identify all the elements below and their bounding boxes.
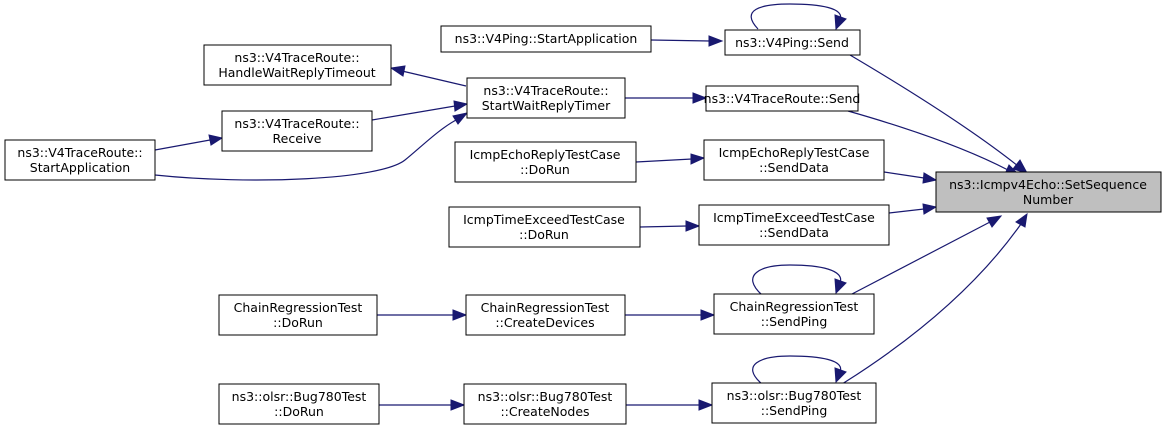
edge-v4ping-send-self-loop bbox=[750, 3, 847, 31]
node-exceed-senddata[interactable]: IcmpTimeExceedTestCase ::SendData bbox=[698, 204, 890, 246]
svg-text:IcmpTimeExceedTestCase: IcmpTimeExceedTestCase bbox=[463, 212, 625, 227]
edge-exceed-send-to-root bbox=[888, 203, 938, 215]
edge-chain-ping-self-loop bbox=[752, 264, 847, 296]
edge-olsr-ping-self-loop bbox=[752, 355, 847, 385]
svg-text:IcmpEchoReplyTestCase: IcmpEchoReplyTestCase bbox=[719, 145, 870, 160]
edge-olsr-dorun-to-create bbox=[379, 399, 466, 411]
node-olsr-sendping[interactable]: ns3::olsr::Bug780Test ::SendPing bbox=[711, 382, 877, 424]
svg-text:StartApplication: StartApplication bbox=[30, 160, 130, 175]
svg-text:::SendPing: ::SendPing bbox=[761, 403, 828, 418]
edge-olsr-ping-to-root bbox=[841, 212, 1028, 385]
node-echo-senddata[interactable]: IcmpEchoReplyTestCase ::SendData bbox=[703, 139, 885, 181]
edge-chain-ping-to-root bbox=[851, 215, 1003, 295]
svg-text:::DoRun: ::DoRun bbox=[273, 315, 323, 330]
node-tr-handlewaitreplytimeout[interactable]: ns3::V4TraceRoute:: HandleWaitReplyTimeo… bbox=[203, 44, 392, 86]
svg-text:ns3::olsr::Bug780Test: ns3::olsr::Bug780Test bbox=[478, 389, 613, 404]
svg-text:::DoRun: ::DoRun bbox=[520, 162, 570, 177]
node-tr-receive[interactable]: ns3::V4TraceRoute:: Receive bbox=[221, 110, 373, 152]
svg-text:::SendData: ::SendData bbox=[759, 160, 829, 175]
svg-text:::CreateNodes: ::CreateNodes bbox=[500, 404, 589, 419]
svg-text:HandleWaitReplyTimeout: HandleWaitReplyTimeout bbox=[218, 65, 375, 80]
svg-text:::SendData: ::SendData bbox=[759, 225, 829, 240]
svg-text:ns3::V4TraceRoute::: ns3::V4TraceRoute:: bbox=[17, 145, 142, 160]
svg-text:ns3::Icmpv4Echo::SetSequence: ns3::Icmpv4Echo::SetSequence bbox=[949, 177, 1147, 192]
edge-echo-send-to-root bbox=[883, 171, 938, 184]
svg-text:Number: Number bbox=[1023, 192, 1074, 207]
svg-text:ChainRegressionTest: ChainRegressionTest bbox=[730, 299, 859, 314]
svg-text:::DoRun: ::DoRun bbox=[519, 227, 569, 242]
node-chain-dorun[interactable]: ChainRegressionTest ::DoRun bbox=[218, 294, 378, 336]
edge-startapp-to-receive bbox=[154, 134, 224, 151]
node-v4ping-send[interactable]: ns3::V4Ping::Send bbox=[724, 29, 861, 56]
svg-text:Receive: Receive bbox=[273, 131, 322, 146]
svg-text:ns3::V4Ping::Send: ns3::V4Ping::Send bbox=[735, 35, 849, 50]
svg-text:ChainRegressionTest: ChainRegressionTest bbox=[234, 300, 363, 315]
edge-startwait-to-handle bbox=[389, 65, 467, 87]
edge-echo-dorun-to-senddata bbox=[635, 153, 706, 165]
svg-text:ns3::V4TraceRoute::Send: ns3::V4TraceRoute::Send bbox=[704, 91, 861, 106]
svg-text:IcmpTimeExceedTestCase: IcmpTimeExceedTestCase bbox=[713, 210, 875, 225]
svg-text:ns3::olsr::Bug780Test: ns3::olsr::Bug780Test bbox=[727, 388, 862, 403]
svg-text:::SendPing: ::SendPing bbox=[761, 314, 828, 329]
edge-chain-dorun-to-create bbox=[377, 309, 468, 321]
node-root[interactable]: ns3::Icmpv4Echo::SetSequence Number bbox=[935, 171, 1162, 213]
node-tr-startapplication[interactable]: ns3::V4TraceRoute:: StartApplication bbox=[4, 139, 156, 181]
node-tr-send[interactable]: ns3::V4TraceRoute::Send bbox=[704, 85, 861, 112]
svg-text:ns3::V4TraceRoute::: ns3::V4TraceRoute:: bbox=[234, 116, 359, 131]
edge-startapp-to-startwait bbox=[154, 112, 469, 181]
node-echo-dorun[interactable]: IcmpEchoReplyTestCase ::DoRun bbox=[454, 141, 637, 183]
edge-receive-to-startwait bbox=[371, 100, 469, 121]
svg-text:ns3::V4TraceRoute::: ns3::V4TraceRoute:: bbox=[483, 83, 608, 98]
svg-text:::DoRun: ::DoRun bbox=[274, 404, 324, 419]
edge-olsr-create-to-ping bbox=[626, 399, 714, 411]
node-chain-sendping[interactable]: ChainRegressionTest ::SendPing bbox=[713, 293, 875, 335]
node-olsr-createnodes[interactable]: ns3::olsr::Bug780Test ::CreateNodes bbox=[463, 383, 627, 425]
edge-v4ping-start-to-send bbox=[650, 35, 724, 47]
svg-text:ns3::V4Ping::StartApplication: ns3::V4Ping::StartApplication bbox=[455, 31, 638, 46]
svg-text:ChainRegressionTest: ChainRegressionTest bbox=[481, 300, 610, 315]
edge-v4ping-send-to-root bbox=[849, 54, 1029, 174]
svg-text:IcmpEchoReplyTestCase: IcmpEchoReplyTestCase bbox=[470, 147, 621, 162]
edge-chain-create-to-ping bbox=[625, 309, 716, 321]
node-olsr-dorun[interactable]: ns3::olsr::Bug780Test ::DoRun bbox=[218, 383, 380, 425]
edge-startwait-to-send bbox=[625, 92, 708, 104]
node-v4ping-startapplication[interactable]: ns3::V4Ping::StartApplication bbox=[440, 25, 652, 53]
svg-text:ns3::V4TraceRoute::: ns3::V4TraceRoute:: bbox=[234, 50, 359, 65]
svg-text:ns3::olsr::Bug780Test: ns3::olsr::Bug780Test bbox=[232, 389, 367, 404]
node-exceed-dorun[interactable]: IcmpTimeExceedTestCase ::DoRun bbox=[448, 206, 641, 248]
svg-text:StartWaitReplyTimer: StartWaitReplyTimer bbox=[482, 98, 611, 113]
edge-exceed-dorun-to-senddata bbox=[639, 220, 701, 232]
node-tr-startwaitreplytimer[interactable]: ns3::V4TraceRoute:: StartWaitReplyTimer bbox=[466, 77, 626, 119]
svg-text:::CreateDevices: ::CreateDevices bbox=[495, 315, 594, 330]
node-chain-createdevices[interactable]: ChainRegressionTest ::CreateDevices bbox=[465, 294, 626, 336]
